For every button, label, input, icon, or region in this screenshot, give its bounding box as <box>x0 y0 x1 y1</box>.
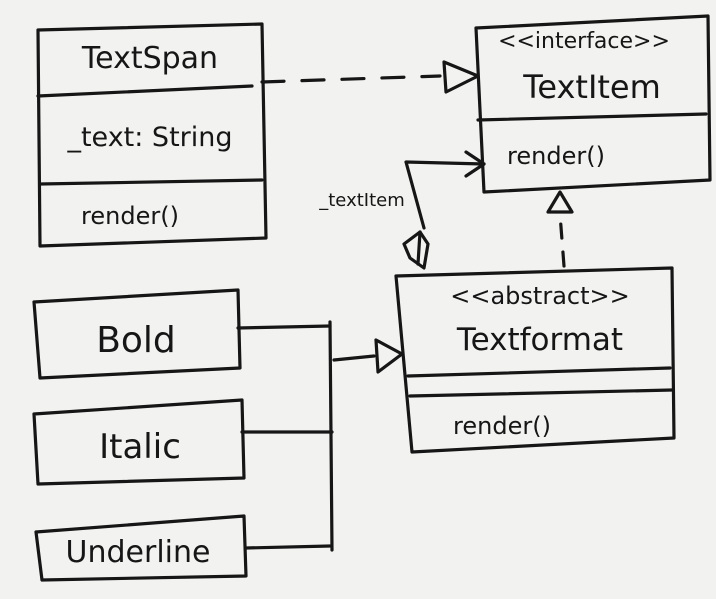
textspan-name: TextSpan <box>81 41 218 76</box>
bold-name: Bold <box>96 320 176 361</box>
aggregation-textformat-textitem: _textItem <box>318 150 486 270</box>
italic-name: Italic <box>99 427 181 467</box>
textitem-name: TextItem <box>522 68 661 106</box>
generalization-subclasses-textformat <box>236 320 404 552</box>
realization-textspan-textitem <box>260 60 480 94</box>
textspan-attribute: _text: String <box>66 122 232 153</box>
class-box-textitem: <<interface>> TextItem render() <box>474 14 712 194</box>
class-box-underline: Underline <box>34 514 248 582</box>
association-label: _textItem <box>318 190 405 211</box>
textspan-method: render() <box>81 202 179 230</box>
class-box-textspan: TextSpan _text: String render() <box>36 22 268 248</box>
class-box-bold: Bold <box>32 288 242 380</box>
class-box-italic: Italic <box>32 398 246 486</box>
underline-name: Underline <box>66 535 211 570</box>
textitem-stereotype: <<interface>> <box>498 29 670 54</box>
realization-textformat-textitem <box>546 190 574 268</box>
textformat-name: Textformat <box>456 322 623 358</box>
textitem-method: render() <box>507 142 605 170</box>
class-box-textformat: <<abstract>> Textformat render() <box>394 266 676 454</box>
textformat-stereotype: <<abstract>> <box>450 282 629 310</box>
textformat-method: render() <box>453 412 551 440</box>
